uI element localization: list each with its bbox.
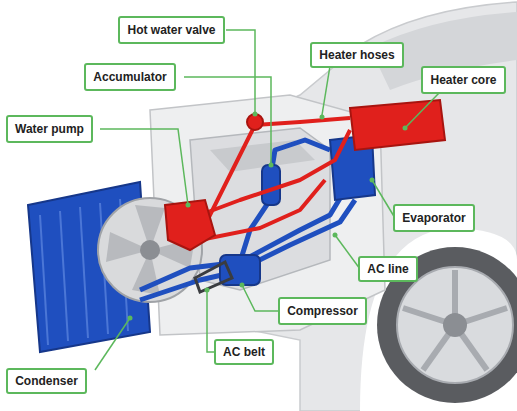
callout-box: AC belt	[214, 339, 274, 365]
callout-label: Evaporator	[402, 211, 465, 225]
callout-box: AC line	[358, 256, 418, 282]
leader-dots	[128, 112, 408, 321]
callout-box: Compressor	[278, 297, 367, 325]
callout-box: Accumulator	[84, 63, 176, 91]
ac-lines	[140, 140, 355, 300]
callout-box: Heater core	[421, 66, 506, 94]
callout-box: Heater hoses	[310, 42, 404, 68]
hub	[443, 313, 467, 337]
callout-box: Hot water valve	[118, 16, 225, 44]
accumulator	[262, 165, 280, 205]
rim	[397, 267, 513, 383]
callout-box: Evaporator	[393, 204, 475, 232]
callout-label: Water pump	[15, 122, 84, 136]
callout-box: Condenser	[6, 368, 87, 394]
callout-label: Heater core	[430, 73, 496, 87]
callout-box: Water pump	[6, 115, 93, 143]
rim-spokes	[403, 270, 507, 370]
heater-core	[350, 100, 445, 150]
fan-hub	[140, 240, 160, 260]
ac-belt	[195, 262, 232, 292]
callout-label: AC line	[367, 262, 408, 276]
callout-label: Heater hoses	[319, 48, 394, 62]
callout-label: Hot water valve	[127, 23, 215, 37]
callout-label: Compressor	[287, 304, 358, 318]
water-pump	[165, 200, 215, 250]
heater-hoses	[200, 118, 350, 240]
callout-label: Accumulator	[93, 70, 166, 84]
engine-bay	[150, 95, 385, 335]
callout-label: AC belt	[223, 345, 265, 359]
callout-label: Condenser	[15, 374, 78, 388]
